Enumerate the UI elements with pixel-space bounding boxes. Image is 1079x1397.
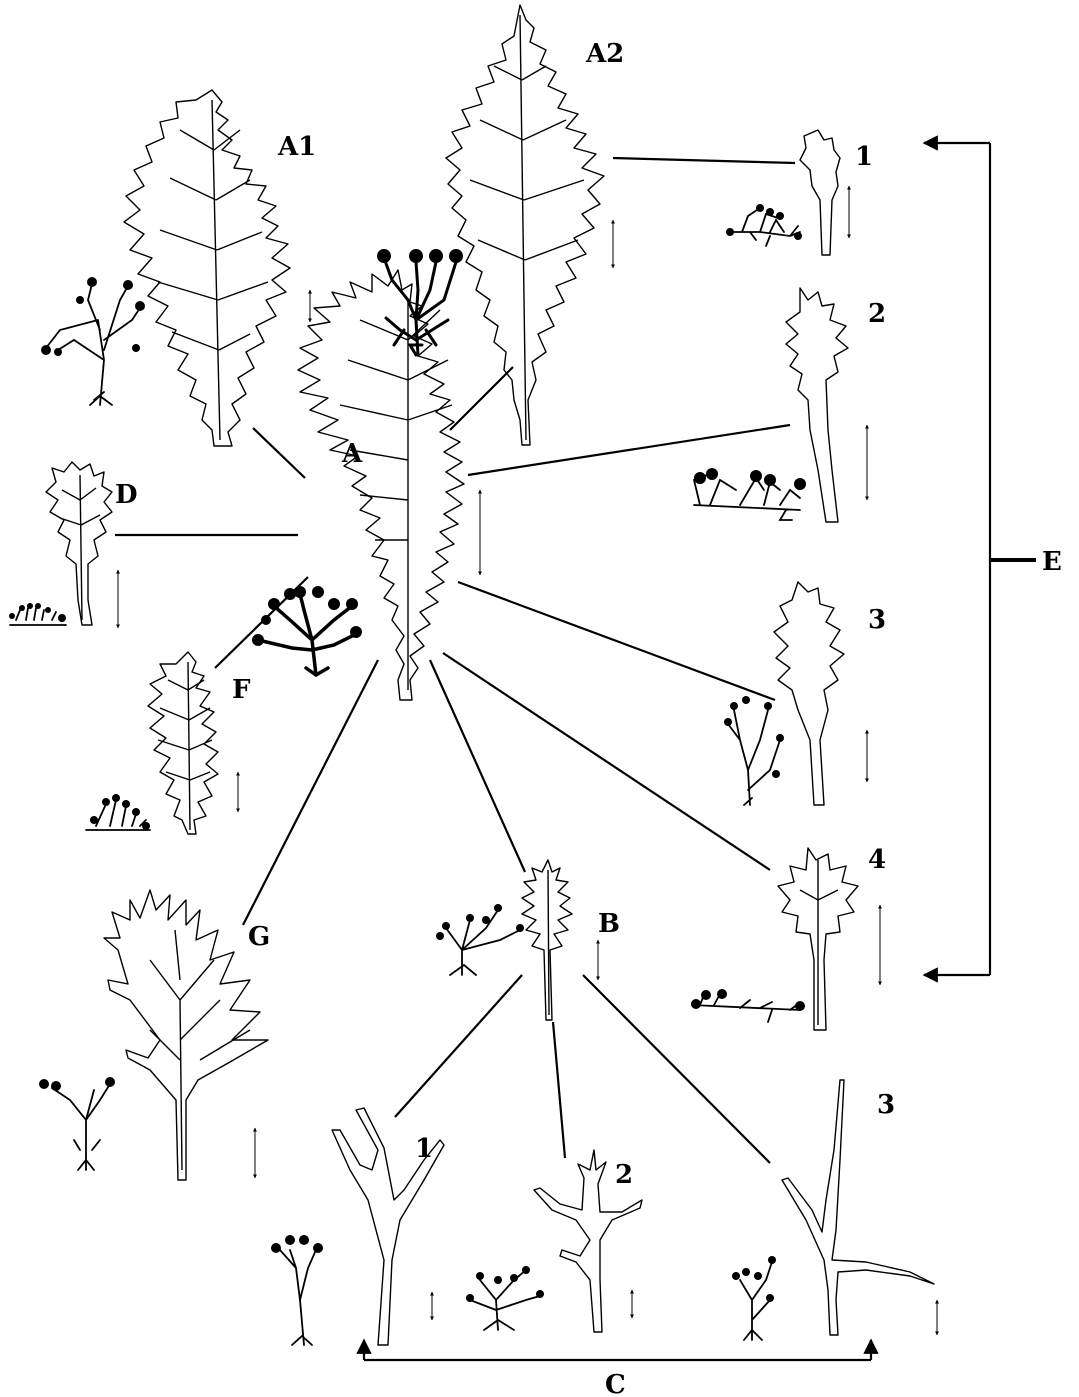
habit-E2 (694, 468, 806, 520)
connector-B-C2 (553, 1022, 565, 1158)
leaf-E3 (774, 582, 844, 805)
habit-E1 (726, 204, 802, 246)
habit-G (39, 1077, 115, 1170)
connector-A-A1 (253, 428, 305, 478)
label-A: A (341, 439, 363, 469)
connector-A2-E1 (613, 158, 795, 163)
scale-bars (118, 186, 937, 1335)
leaf-D (46, 462, 112, 625)
habit-E3 (724, 696, 784, 805)
leaf-G (104, 890, 268, 1180)
leaf-A1 (124, 90, 290, 446)
connector-A-A2 (450, 367, 513, 430)
habit-C1 (271, 1235, 323, 1345)
label-A2: A2 (585, 39, 624, 69)
leaf-A2 (446, 5, 604, 445)
connector-A-E2 (468, 425, 790, 475)
leaf-F (148, 652, 218, 834)
habit-A1 (41, 277, 145, 405)
habit-C2 (466, 1266, 544, 1330)
leaf-C3 (782, 1080, 934, 1335)
label-E2: 2 (868, 299, 886, 329)
label-D: D (115, 480, 138, 510)
bracket-C (364, 1340, 871, 1360)
connector-B-C3 (583, 975, 770, 1163)
leaf-E1 (800, 130, 840, 255)
connector-A-B (430, 660, 525, 872)
label-C: C (605, 1370, 626, 1397)
label-G: G (248, 922, 270, 952)
connector-A-G (243, 660, 378, 925)
habit-F-center (252, 586, 362, 675)
leaf-B (522, 860, 572, 1020)
label-F: F (232, 675, 251, 705)
label-B: B (598, 909, 620, 939)
leaf-A (298, 270, 464, 700)
bracket-E (924, 143, 1036, 975)
label-E4: 4 (868, 845, 886, 875)
label-C2: 2 (615, 1160, 633, 1190)
habit-D (9, 603, 66, 625)
labels: A A1 A2 D F G B C E 1 2 3 4 1 2 3 (115, 39, 1062, 1397)
habit-C3 (732, 1256, 776, 1340)
label-A1: A1 (277, 132, 316, 162)
label-C3: 3 (877, 1090, 895, 1120)
connector-A-E4 (443, 653, 770, 870)
leaf-E4 (778, 848, 858, 1030)
habit-A2 (377, 249, 463, 355)
habit-E4 (691, 989, 805, 1022)
habit-F (86, 794, 150, 830)
connector-B-C1 (395, 975, 522, 1117)
label-C1: 1 (415, 1134, 433, 1164)
label-E: E (1042, 547, 1062, 577)
habit-B (436, 904, 524, 975)
label-E1: 1 (855, 142, 873, 172)
label-E3: 3 (868, 605, 886, 635)
connector-A-E3 (458, 582, 775, 700)
